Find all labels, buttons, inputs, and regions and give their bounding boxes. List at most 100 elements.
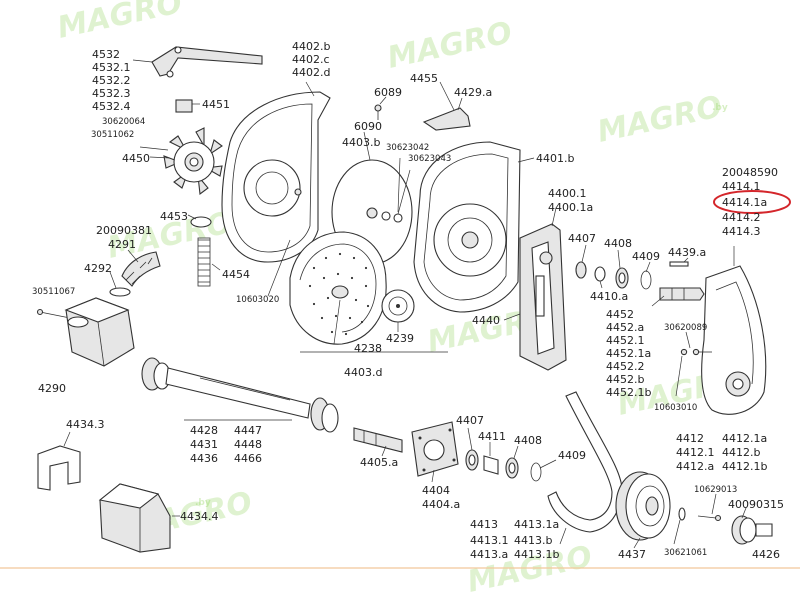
housing-4402 — [221, 81, 331, 297]
part-label: 4409 — [632, 250, 660, 263]
part-label: 30620064 — [102, 117, 145, 127]
part-label: 4402.c — [292, 53, 330, 66]
bracket-4532 — [132, 46, 263, 78]
flange-4404 — [411, 421, 459, 483]
part-label: 10603020 — [236, 295, 279, 305]
part-label: 4411 — [478, 430, 506, 443]
part-4451 — [175, 99, 200, 113]
part-label: 4402.d — [292, 66, 330, 79]
bolt-6089 — [374, 96, 387, 120]
part-label: 30511067 — [32, 287, 75, 297]
part-label: 6089 — [374, 86, 402, 99]
part-label: 20048590 — [722, 166, 778, 179]
part-label: 4532.2 — [92, 74, 131, 87]
part-label: 40090315 — [728, 498, 784, 511]
part-label: 10629013 — [694, 485, 737, 495]
bearing-4407-lower — [465, 427, 479, 471]
bearing-4410a — [594, 266, 606, 289]
guard-4414 — [701, 246, 767, 415]
watermark-suffix: .by — [712, 103, 728, 113]
impeller-4450 — [139, 127, 223, 196]
bolt-10629013 — [697, 493, 722, 522]
nozzle-4290 — [64, 297, 135, 367]
part-label: 4431 — [190, 438, 218, 451]
spacer-4411 — [483, 442, 499, 475]
part-label: 4414.1 — [722, 180, 761, 193]
part-label: 4290 — [38, 382, 66, 395]
bearing-4408-lower — [505, 445, 519, 479]
part-label: 30623043 — [408, 154, 451, 164]
part-label: 4405.a — [360, 456, 398, 469]
part-label: 4412.a — [676, 460, 714, 473]
part-label: 4532 — [92, 48, 120, 61]
part-label: 4413.1 — [470, 534, 509, 547]
part-label: 4532.3 — [92, 87, 131, 100]
highlight-ellipse — [713, 190, 791, 214]
part-label: 4452.2 — [606, 360, 645, 373]
part-label: 4532.4 — [92, 100, 131, 113]
ring-4409-lower — [530, 459, 557, 482]
part-label: 4403.b — [342, 136, 380, 149]
hose-4291 — [121, 249, 161, 287]
shaft-4452 — [651, 287, 705, 307]
bolt-30511067 — [36, 308, 71, 319]
part-label: 4413.a — [470, 548, 508, 561]
part-label: 4448 — [234, 438, 262, 451]
part-label: 4407 — [568, 232, 596, 245]
part-label: 4408 — [604, 237, 632, 250]
part-label: 4412.1a — [722, 432, 767, 445]
part-label: 4439.a — [668, 246, 706, 259]
part-label: 4412.b — [722, 446, 760, 459]
part-label: 4452.1 — [606, 334, 645, 347]
part-label-highlighted: 4414.1a — [722, 196, 767, 209]
part-label: 4414.2 — [722, 211, 761, 224]
part-label: 4532.1 — [92, 61, 131, 74]
watermark: MAGRO — [384, 15, 515, 75]
part-label: 4455 — [410, 72, 438, 85]
washer-30621061 — [673, 507, 686, 545]
part-label: 4291 — [108, 238, 136, 251]
part-label: 4409 — [558, 449, 586, 462]
part-label: 4404 — [422, 484, 450, 497]
part-label: 4447 — [234, 424, 262, 437]
part-label: 20090381 — [96, 224, 152, 237]
bearing-4407 — [575, 244, 587, 279]
part-label: 4413.1b — [514, 548, 559, 561]
part-label: 4452.1b — [606, 386, 651, 399]
part-label: 4400.1 — [548, 187, 587, 200]
part-label: 4414.3 — [722, 225, 761, 238]
part-label: 4452.b — [606, 373, 644, 386]
part-label: 4292 — [84, 262, 112, 275]
part-label: 4453 — [160, 210, 188, 223]
part-label: 4426 — [752, 548, 780, 561]
screw-30620089 — [675, 331, 712, 397]
part-label: 4437 — [618, 548, 646, 561]
part-label: 4450 — [122, 152, 150, 165]
frame-4400-1 — [503, 207, 567, 371]
shaft-4405a — [353, 427, 403, 457]
part-label: 4436 — [190, 452, 218, 465]
part-label: 4413 — [470, 518, 498, 531]
pto-shaft-4428 — [141, 357, 339, 433]
part-label: 4407 — [456, 414, 484, 427]
clamp-4453 — [187, 214, 212, 228]
cover-4434-4 — [98, 483, 180, 553]
key-4439a — [669, 257, 689, 267]
part-label: 4428 — [190, 424, 218, 437]
part-label: 4452.1a — [606, 347, 651, 360]
part-label: 4466 — [234, 452, 262, 465]
housing-4401b — [413, 141, 535, 313]
part-label: 30621061 — [664, 548, 707, 558]
pulley-4437 — [615, 471, 671, 549]
part-label: 4451 — [202, 98, 230, 111]
part-label: 30511062 — [91, 130, 134, 140]
part-label: 4410.a — [590, 290, 628, 303]
part-label: 4238 — [354, 342, 382, 355]
part-label: 4402.b — [292, 40, 330, 53]
spring-4454 — [197, 237, 221, 287]
bearing-4408 — [615, 249, 629, 289]
part-label: 10603010 — [654, 403, 697, 413]
part-label: 4412.1 — [676, 446, 715, 459]
part-label: 4412 — [676, 432, 704, 445]
